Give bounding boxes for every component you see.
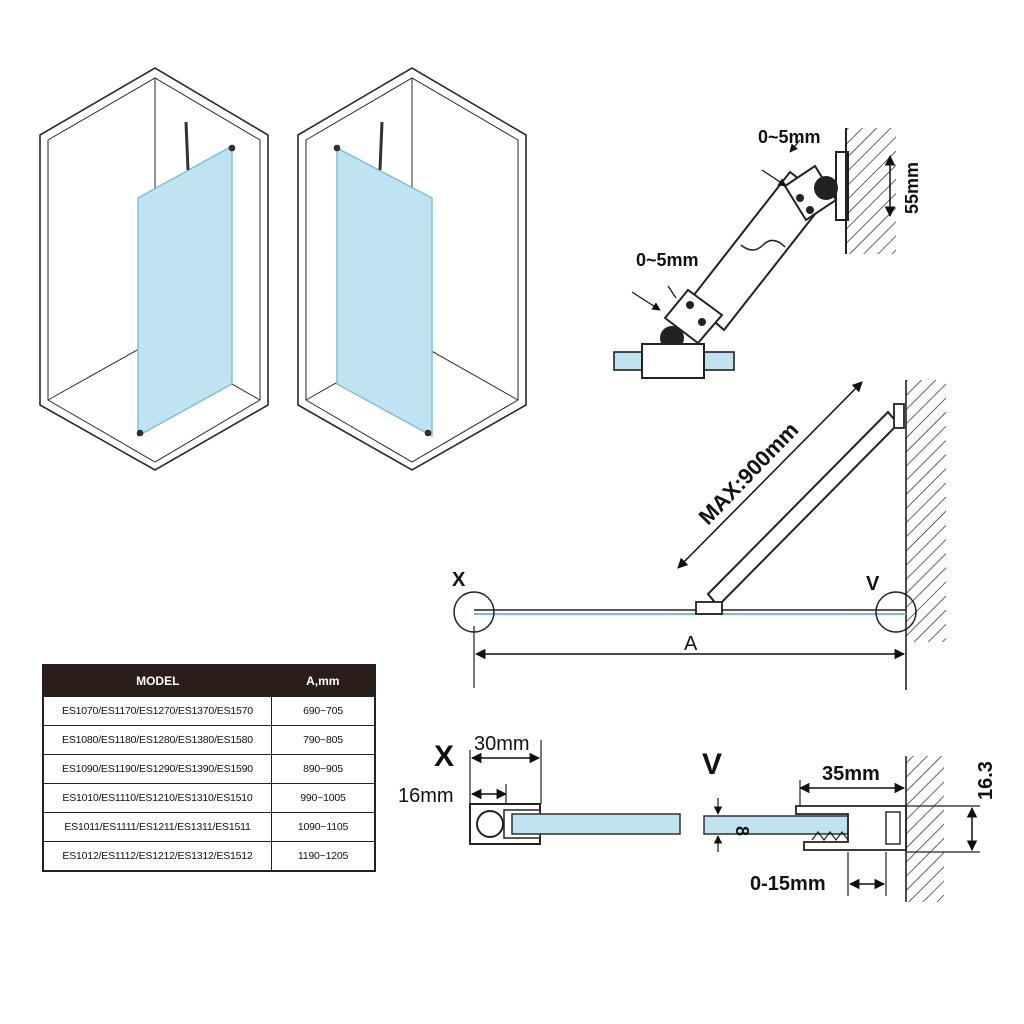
wall-hatch <box>906 756 944 902</box>
range-cell: 1090~1105 <box>271 812 375 842</box>
model-cell: ES1090/ES1190/ES1290/ES1390/ES1590 <box>43 754 272 784</box>
wall-hatch <box>846 128 896 254</box>
table-row: ES1090/ES1190/ES1290/ES1390/ES1590 890~9… <box>43 754 375 784</box>
dim-015-label: 0-15mm <box>750 873 826 895</box>
header-a: A,mm <box>271 665 375 697</box>
gap-top-label: 0~5mm <box>758 127 821 147</box>
perspective-view-left <box>39 67 269 471</box>
dim-16-label: 16mm <box>398 785 454 807</box>
detail-circle-v <box>875 591 917 633</box>
wall-hatch <box>906 380 946 642</box>
dim-163-label: 16.3 <box>975 761 997 800</box>
support-bar <box>378 121 384 171</box>
gap-bottom-label: 0~5mm <box>636 250 699 270</box>
plan-view: MAX:900mm X V A <box>452 380 946 690</box>
table-row: ES1011/ES1111/ES1211/ES1311/ES1511 1090~… <box>43 812 375 842</box>
range-cell: 1190~1205 <box>271 841 375 871</box>
header-model: MODEL <box>43 665 272 697</box>
support-bar <box>184 121 190 171</box>
range-cell: 890~905 <box>271 754 375 784</box>
range-cell: 690~705 <box>271 696 375 726</box>
table-row: ES1080/ES1180/ES1280/ES1380/ES1580 790~8… <box>43 725 375 755</box>
model-cell: ES1010/ES1110/ES1210/ES1310/ES1510 <box>43 783 272 813</box>
height-55-label: 55mm <box>902 162 922 214</box>
detail-x-label: X <box>434 740 454 773</box>
table-row: ES1010/ES1110/ES1210/ES1310/ES1510 990~1… <box>43 783 375 813</box>
table-row: ES1070/ES1170/ES1270/ES1370/ES1570 690~7… <box>43 696 375 726</box>
perspective-view-right <box>297 67 527 471</box>
glass-edge <box>511 813 681 835</box>
table-row: ES1012/ES1112/ES1212/ES1312/ES1512 1190~… <box>43 841 375 871</box>
point-v-label: V <box>866 573 880 595</box>
bracket-detail: 0~5mm 0~5mm 55mm <box>613 127 922 379</box>
model-cell: ES1012/ES1112/ES1212/ES1312/ES1512 <box>43 841 272 871</box>
point-x-label: X <box>452 569 466 591</box>
range-cell: 790~805 <box>271 725 375 755</box>
glass-panel <box>137 144 233 438</box>
dim-35-label: 35mm <box>822 763 880 785</box>
detail-v-label: V <box>702 748 722 781</box>
glass-edge <box>703 815 855 835</box>
range-cell: 990~1005 <box>271 783 375 813</box>
detail-x: X 30mm 16mm <box>398 733 681 845</box>
dim-a-label: A <box>684 633 698 655</box>
dim-8-label: 8 <box>732 826 752 836</box>
model-cell: ES1080/ES1180/ES1280/ES1380/ES1580 <box>43 725 272 755</box>
detail-v: V 8 35mm 16.3 0-15mm <box>702 748 997 902</box>
glass-panel <box>336 146 433 438</box>
table-header-row: MODEL A,mm <box>43 665 375 697</box>
dim-30-label: 30mm <box>474 733 530 755</box>
model-cell: ES1011/ES1111/ES1211/ES1311/ES1511 <box>43 812 272 842</box>
model-cell: ES1070/ES1170/ES1270/ES1370/ES1570 <box>43 696 272 726</box>
model-table: MODEL A,mm ES1070/ES1170/ES1270/ES1370/E… <box>42 664 376 872</box>
max-length-label: MAX:900mm <box>694 417 804 529</box>
